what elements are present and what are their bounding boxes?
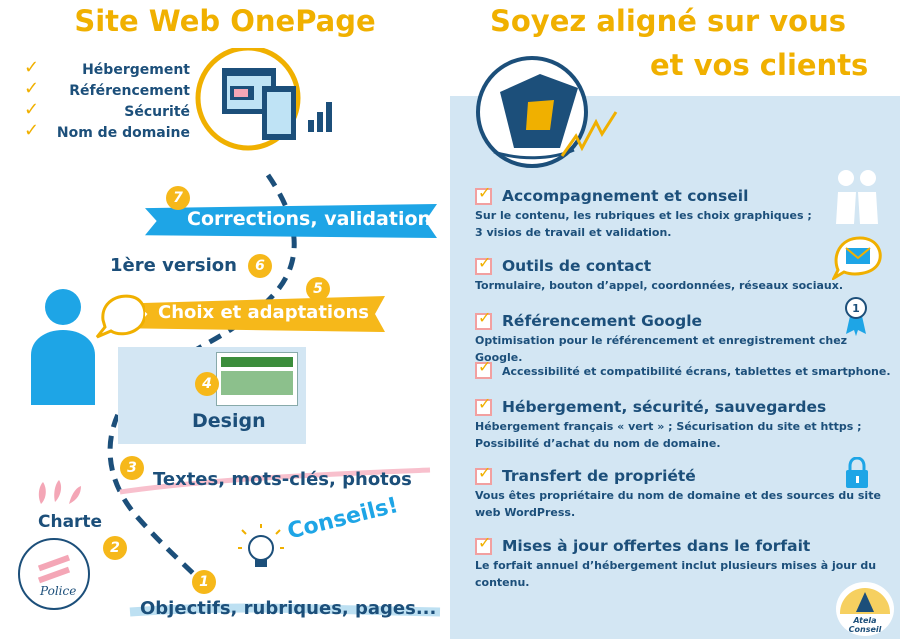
- right-title-line1: Soyez aligné sur vous: [490, 4, 847, 38]
- handshake-people-icon: [836, 170, 878, 224]
- step5-label: Choix et adaptations: [158, 302, 369, 323]
- check-icon: ✓: [24, 99, 40, 120]
- ship-logo-icon: [476, 56, 618, 168]
- step1-number: 1: [192, 570, 216, 594]
- person-icon: [31, 289, 145, 405]
- check-icon: ✓: [24, 78, 40, 99]
- step4-label: Design: [192, 410, 266, 432]
- feature-item: Nom de domaine: [56, 125, 190, 141]
- service-title: Hébergement, sécurité, sauvegardes: [502, 398, 827, 416]
- step1-label: Objectifs, rubriques, pages...: [140, 598, 437, 619]
- step5-banner: [135, 296, 385, 332]
- feature-item: Sécurité: [124, 104, 190, 120]
- service-desc: 3 visios de travail et validation.: [475, 226, 672, 239]
- step6-number: 6: [248, 254, 272, 278]
- step3-label: Textes, mots-clés, photos: [153, 469, 412, 490]
- service-desc: Le forfait annuel d’hébergement inclut p…: [475, 559, 877, 572]
- step7-banner: [145, 204, 437, 238]
- envelope-bubble-icon: [832, 236, 882, 280]
- check-icon: ✓: [24, 57, 40, 78]
- lightbulb-icon: [238, 524, 284, 567]
- check-icon: ✓: [24, 120, 40, 141]
- feature-list: ✓ Hébergement ✓ Référencement ✓ Sécurité ✓ N…: [20, 57, 190, 144]
- right-panel: [450, 96, 900, 639]
- feature-item: Référencement: [69, 83, 190, 99]
- sparkle-icon: [38, 480, 81, 504]
- service-desc: Tormulaire, bouton d’appel, coordonnées,…: [475, 279, 844, 292]
- service-desc: web WordPress.: [475, 506, 576, 519]
- left-title: Site Web OnePage: [74, 4, 376, 38]
- lock-icon: [846, 457, 868, 488]
- step5-number: 5: [306, 277, 330, 301]
- badge-number: 1: [852, 302, 860, 315]
- checkbox-icon: ✓: [475, 463, 492, 485]
- checkbox-icon: ✓: [475, 183, 492, 205]
- service-desc: Sur le contenu, les rubriques et les cho…: [475, 209, 812, 222]
- service-desc: Hébergement français « vert » ; Sécurisa…: [475, 420, 862, 433]
- service-desc: Optimisation pour le référencement et en…: [475, 334, 848, 364]
- checkbox-icon: ✓: [475, 394, 492, 416]
- design-thumbnail: [216, 352, 298, 406]
- step2-number: 2: [103, 536, 127, 560]
- service-title: Mises à jour offertes dans le forfait: [502, 537, 811, 555]
- atela-logo: Atela Conseil: [836, 582, 894, 636]
- service-desc: Accessibilité et compatibilité écrans, t…: [502, 365, 891, 378]
- step7-label: Corrections, validation: [187, 208, 432, 230]
- step2-label: Charte: [38, 512, 103, 532]
- award-badge-icon: 1: [845, 297, 867, 336]
- step4-number: 4: [195, 372, 219, 396]
- step6-label: 1ère version: [110, 255, 237, 276]
- service-desc: Vous êtes propriétaire du nom de domaine…: [475, 489, 881, 502]
- checkbox-icon: ✓: [475, 533, 492, 555]
- police-label: Police: [40, 584, 77, 598]
- right-title-line2: et vos clients: [650, 48, 869, 82]
- checkbox-icon: ✓: [475, 308, 492, 330]
- step3-number: 3: [120, 456, 144, 480]
- service-title: Référencement Google: [502, 312, 703, 330]
- step7-number: 7: [166, 186, 190, 210]
- service-desc: contenu.: [475, 576, 530, 589]
- checkbox-icon: ✓: [475, 253, 492, 275]
- service-title: Outils de contact: [502, 257, 652, 275]
- feature-item: Hébergement: [82, 62, 190, 78]
- logo-text: Atela Conseil: [848, 616, 882, 634]
- checkbox-icon: ✓: [475, 357, 492, 379]
- service-title: Accompagnement et conseil: [502, 187, 749, 205]
- service-title: Transfert de propriété: [502, 467, 696, 485]
- service-desc: Possibilité d’achat du nom de domaine.: [475, 437, 721, 450]
- police-circle: Police: [18, 538, 90, 610]
- website-icon: [195, 48, 332, 151]
